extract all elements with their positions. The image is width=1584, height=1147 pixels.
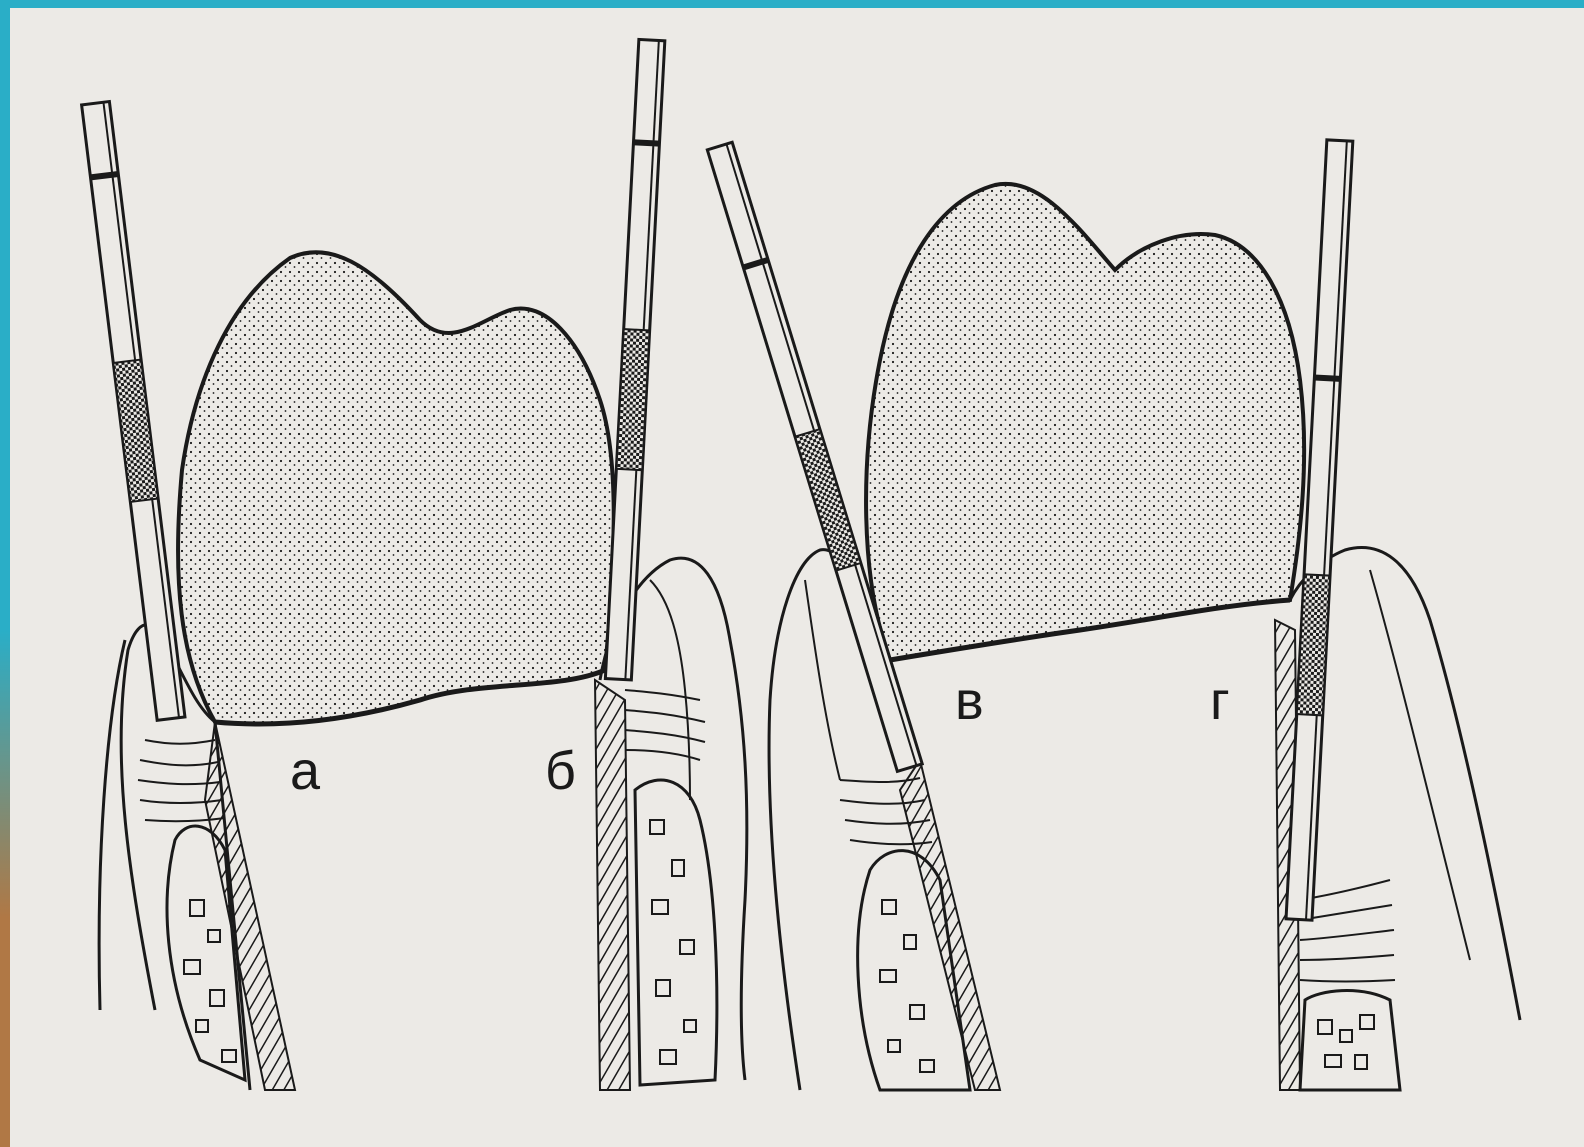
probe-b [605, 39, 664, 679]
label-a: а [290, 740, 320, 802]
label-b: б [545, 740, 576, 802]
left-tooth [178, 252, 614, 724]
probe-a [82, 102, 185, 721]
label-v: в [955, 670, 984, 732]
label-g: г [1210, 670, 1230, 732]
right-tooth [866, 184, 1304, 660]
